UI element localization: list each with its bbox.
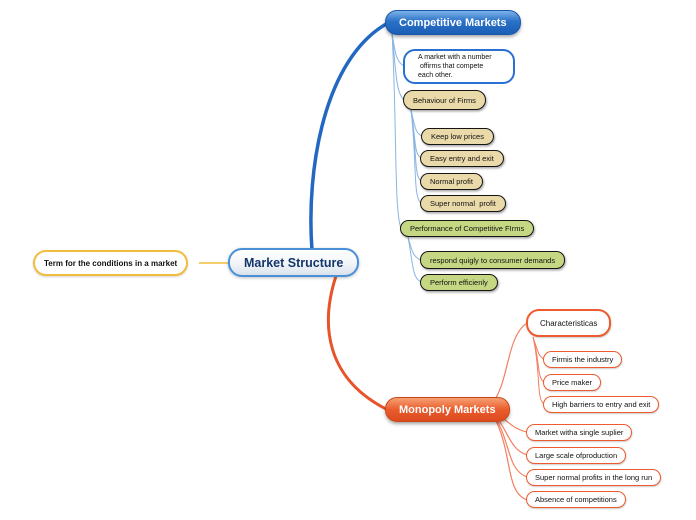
node-easy-entry-and-exit[interactable]: Easy entry and exit bbox=[420, 150, 504, 167]
node-performance-of-competitive-firms[interactable]: Performance of Competitive FIrms bbox=[400, 220, 535, 237]
edge-behaviour-super-normal-profit bbox=[410, 109, 422, 204]
node-normal-profit[interactable]: Normal profit bbox=[420, 173, 483, 190]
node-behaviour-of-firms[interactable]: Behaviour of Firms bbox=[403, 90, 486, 110]
node-respond-quickly[interactable]: respond quigly to consumer demands bbox=[420, 251, 566, 269]
node-characteristics[interactable]: Characteristicas bbox=[526, 309, 612, 337]
node-super-normal-profits-long-run[interactable]: Super normal profits in the long run bbox=[526, 469, 662, 486]
node-firm-is-the-industry[interactable]: Firmis the industry bbox=[543, 351, 623, 368]
edge-center-monopoly bbox=[326, 274, 388, 411]
node-high-barriers[interactable]: High barriers to entry and exit bbox=[543, 396, 660, 413]
node-keep-low-prices[interactable]: Keep low prices bbox=[421, 128, 494, 145]
central-topic-market-structure[interactable]: Market Structure bbox=[228, 248, 360, 277]
branch-competitive-markets[interactable]: Competitive Markets bbox=[385, 10, 521, 35]
edge-monopoly-characteristics bbox=[489, 322, 528, 407]
note-term-conditions[interactable]: Term for the conditions in a market bbox=[33, 250, 189, 276]
edge-performance-efficiently bbox=[407, 236, 422, 283]
node-price-maker[interactable]: Price maker bbox=[543, 374, 602, 391]
edge-characteristics-high-barriers bbox=[532, 336, 545, 405]
edge-monopoly-absence bbox=[491, 412, 528, 501]
edge-competitive-performance bbox=[391, 32, 402, 229]
node-perform-efficiently[interactable]: Perform efficienly bbox=[420, 274, 498, 291]
branch-monopoly-markets[interactable]: Monopoly Markets bbox=[385, 397, 510, 422]
description-line-2: offirms that compete bbox=[418, 63, 484, 70]
node-large-scale-production[interactable]: Large scale ofproduction bbox=[526, 447, 627, 464]
node-absence-of-competitions[interactable]: Absence of competitions bbox=[526, 491, 626, 508]
description-line-3: each other. bbox=[418, 72, 453, 79]
node-super-normal-profit[interactable]: Super normal profit bbox=[420, 195, 506, 212]
node-single-supplier[interactable]: Market witha single suplier bbox=[526, 424, 633, 441]
description-line-1: A market with a number bbox=[418, 54, 492, 61]
edge-center-competitive bbox=[309, 21, 390, 252]
node-competitive-description[interactable]: A market with a number offirms that comp… bbox=[403, 49, 515, 84]
